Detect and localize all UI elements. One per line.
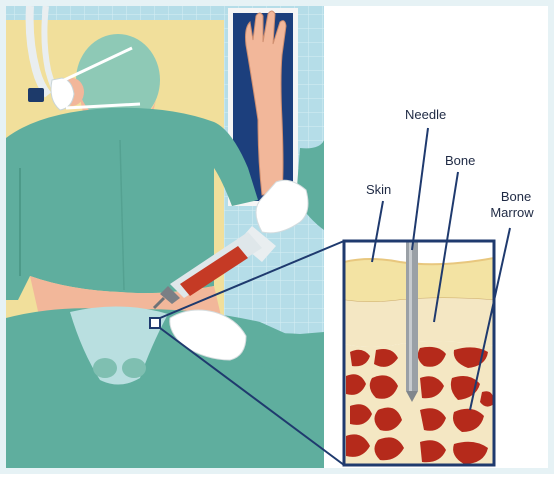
bone-label: Bone [445, 154, 475, 168]
frame-bottom-border [0, 468, 554, 474]
pelvis-hole-right [122, 358, 146, 378]
cross-section-inset [344, 241, 494, 465]
bone-marrow-label-line1: Bone [488, 190, 544, 204]
biopsy-site-marker [150, 318, 160, 328]
frame-top-border [0, 0, 554, 6]
frame-right-border [548, 0, 554, 474]
frame-left-border [0, 0, 6, 474]
bone-marrow-label-line2: Marrow [480, 206, 544, 220]
bone-layer [344, 298, 494, 347]
pelvis-hole-left [93, 358, 117, 378]
needle-label: Needle [405, 108, 446, 122]
procedure-scene [6, 6, 324, 468]
skin-label: Skin [366, 183, 391, 197]
